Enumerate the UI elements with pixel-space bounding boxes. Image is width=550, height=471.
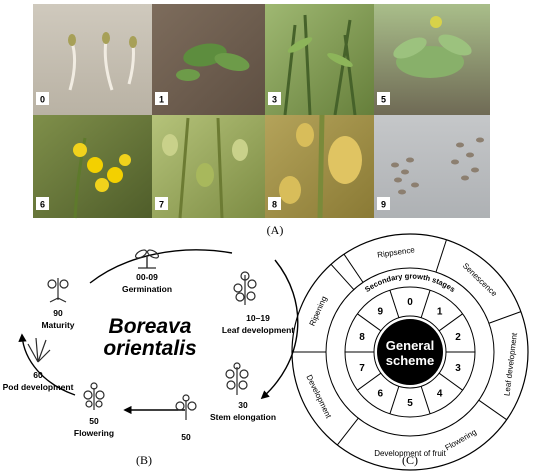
panel-b-label: (B) bbox=[136, 453, 152, 467]
outer-stage-label: Ripening bbox=[308, 295, 329, 328]
secondary-stage-number: 2 bbox=[455, 332, 461, 343]
sector-divider bbox=[357, 372, 382, 391]
sector-divider bbox=[336, 417, 359, 446]
outer-stage-label: Development of fruit bbox=[374, 449, 446, 458]
sector-divider bbox=[420, 290, 431, 318]
sector-divider bbox=[478, 399, 507, 421]
mature-plant-icon bbox=[47, 278, 69, 303]
secondary-stage-number: 9 bbox=[378, 307, 384, 318]
sector-divider bbox=[420, 386, 431, 414]
budding-plant-icon bbox=[175, 394, 197, 420]
secondary-stage-number: 0 bbox=[407, 297, 413, 308]
secondary-stage-number: 3 bbox=[455, 363, 461, 374]
photo-stage-9: 9 bbox=[374, 115, 490, 218]
photo-label: 3 bbox=[272, 95, 277, 105]
sector-divider bbox=[438, 372, 463, 391]
stage-name: Leaf development bbox=[222, 325, 294, 335]
seedling-icon bbox=[134, 249, 160, 269]
outer-stage-label: Rippsence bbox=[377, 245, 416, 259]
stage-name: Stem elongation bbox=[210, 412, 276, 422]
center-disc bbox=[377, 319, 443, 385]
outer-stage-label: Leaf development bbox=[502, 331, 519, 396]
leafy-plant-icon bbox=[233, 271, 257, 305]
stage-name: Flowering bbox=[74, 428, 114, 438]
stage-code: 50 bbox=[181, 432, 191, 442]
sector-divider bbox=[438, 313, 463, 332]
photo-stage-3: 3 bbox=[265, 4, 374, 116]
stem-plant-icon bbox=[225, 362, 249, 395]
sector-divider bbox=[343, 253, 364, 283]
photo-label: 8 bbox=[272, 200, 277, 210]
stage-name: Maturity bbox=[41, 320, 74, 330]
photo-label: 9 bbox=[381, 200, 386, 210]
sector-divider bbox=[389, 290, 400, 318]
stage-name: Germination bbox=[122, 284, 172, 294]
photo-label: 5 bbox=[381, 95, 386, 105]
secondary-stage-number: 1 bbox=[437, 307, 443, 318]
species-name: orientalis bbox=[103, 337, 196, 360]
secondary-stage-number: 6 bbox=[378, 388, 384, 399]
panel-b: 00-09 Germination 10–19 Leaf development… bbox=[3, 249, 299, 467]
sector-divider bbox=[435, 239, 447, 273]
photo-label: 0 bbox=[40, 95, 45, 105]
photo-stage-8: 8 bbox=[265, 114, 374, 219]
panel-a: 0 1 3 5 bbox=[33, 4, 490, 237]
photo-label: 6 bbox=[40, 200, 45, 210]
sector-divider bbox=[488, 311, 522, 324]
stage-name: Pod development bbox=[3, 382, 74, 392]
outer-stage-label: Senescence bbox=[461, 261, 499, 298]
cycle-arrow bbox=[18, 333, 76, 396]
photo-stage-0: 0 bbox=[33, 4, 152, 115]
sector-divider bbox=[389, 386, 400, 414]
photo-label: 1 bbox=[159, 95, 164, 105]
sector-divider bbox=[357, 313, 382, 332]
photo-stage-7: 7 bbox=[152, 115, 265, 219]
species-name: Boreava bbox=[109, 315, 192, 338]
center-title: General bbox=[386, 338, 434, 353]
cycle-arrow bbox=[260, 259, 299, 400]
sector-divider bbox=[330, 263, 355, 290]
photo-label: 7 bbox=[159, 200, 164, 210]
secondary-stage-number: 4 bbox=[437, 388, 443, 399]
secondary-stage-number: 8 bbox=[359, 332, 365, 343]
stage-code: 10–19 bbox=[246, 313, 270, 323]
flowering-plant-icon bbox=[83, 382, 105, 410]
cycle-arrow bbox=[89, 249, 233, 284]
photo-stage-5: 5 bbox=[374, 4, 490, 115]
panel-a-label: (A) bbox=[267, 223, 284, 237]
outer-stage-label: Flowering bbox=[443, 427, 478, 452]
secondary-stage-number: 5 bbox=[407, 398, 413, 409]
photo-stage-6: 6 bbox=[33, 115, 152, 219]
photo-stage-1: 1 bbox=[152, 4, 265, 115]
secondary-stage-number: 7 bbox=[359, 363, 365, 374]
stage-code: 00-09 bbox=[136, 272, 158, 282]
stage-code: 90 bbox=[53, 308, 63, 318]
stage-code: 50 bbox=[89, 416, 99, 426]
panel-c-label: (C) bbox=[402, 453, 418, 467]
stage-code: 30 bbox=[238, 400, 248, 410]
pod-plant-icon bbox=[27, 337, 51, 363]
stage-code: 60 bbox=[33, 370, 43, 380]
center-title: scheme bbox=[386, 353, 434, 368]
